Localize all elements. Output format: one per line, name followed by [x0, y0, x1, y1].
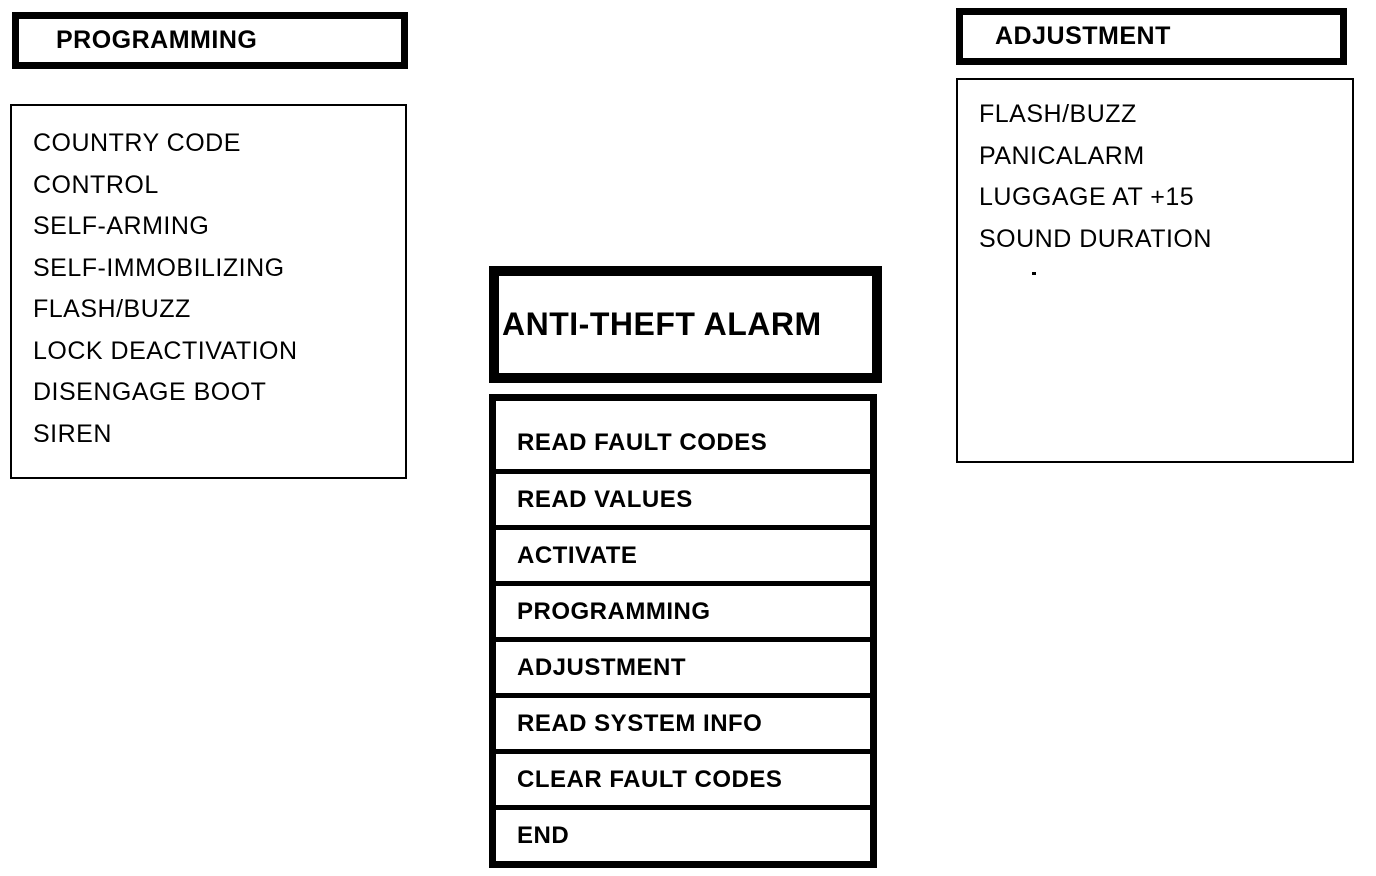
- programming-option-country-code: COUNTRY CODE: [33, 129, 241, 157]
- programming-option-lock-deactivation: LOCK DEACTIVATION: [33, 336, 298, 365]
- adjustment-option-flash-buzz: FLASH/BUZZ: [979, 100, 1137, 128]
- menu-item-programming: PROGRAMMING: [496, 581, 870, 637]
- adjustment-header-box: ADJUSTMENT: [956, 8, 1347, 65]
- adjustment-header-label: ADJUSTMENT: [995, 22, 1171, 50]
- menu-item-activate: ACTIVATE: [496, 525, 870, 581]
- programming-option-disengage-boot: DISENGAGE BOOT: [33, 378, 267, 406]
- main-menu-box: READ FAULT CODES READ VALUES ACTIVATE PR…: [489, 394, 877, 868]
- programming-option-siren: SIREN: [33, 419, 112, 448]
- programming-option-self-arming: SELF-ARMING: [33, 212, 210, 240]
- adjustment-option-sound-duration: SOUND DURATION: [979, 224, 1212, 253]
- anti-theft-alarm-title-box: ANTI-THEFT ALARM: [489, 266, 882, 383]
- programming-option-control: CONTROL: [33, 170, 159, 199]
- menu-item-read-values: READ VALUES: [496, 469, 870, 525]
- scan-artifact-dot: [1032, 272, 1036, 275]
- menu-item-end: END: [496, 805, 870, 861]
- adjustment-option-luggage-at-15: LUGGAGE AT +15: [979, 183, 1195, 211]
- programming-option-self-immobilizing: SELF-IMMOBILIZING: [33, 253, 285, 282]
- programming-header-label: PROGRAMMING: [56, 26, 258, 54]
- programming-options-box: COUNTRY CODE CONTROL SELF-ARMING SELF-IM…: [10, 104, 407, 479]
- adjustment-options-box: FLASH/BUZZ PANICALARM LUGGAGE AT +15 SOU…: [956, 78, 1354, 463]
- anti-theft-alarm-title: ANTI-THEFT ALARM: [502, 306, 822, 342]
- menu-item-clear-fault-codes: CLEAR FAULT CODES: [496, 749, 870, 805]
- menu-item-read-fault-codes: READ FAULT CODES: [517, 429, 768, 456]
- menu-item-read-system-info: READ SYSTEM INFO: [496, 693, 870, 749]
- adjustment-option-panicalarm: PANICALARM: [979, 141, 1145, 170]
- programming-option-flash-buzz: FLASH/BUZZ: [33, 295, 191, 323]
- menu-item-adjustment: ADJUSTMENT: [496, 637, 870, 693]
- programming-header-box: PROGRAMMING: [12, 12, 408, 69]
